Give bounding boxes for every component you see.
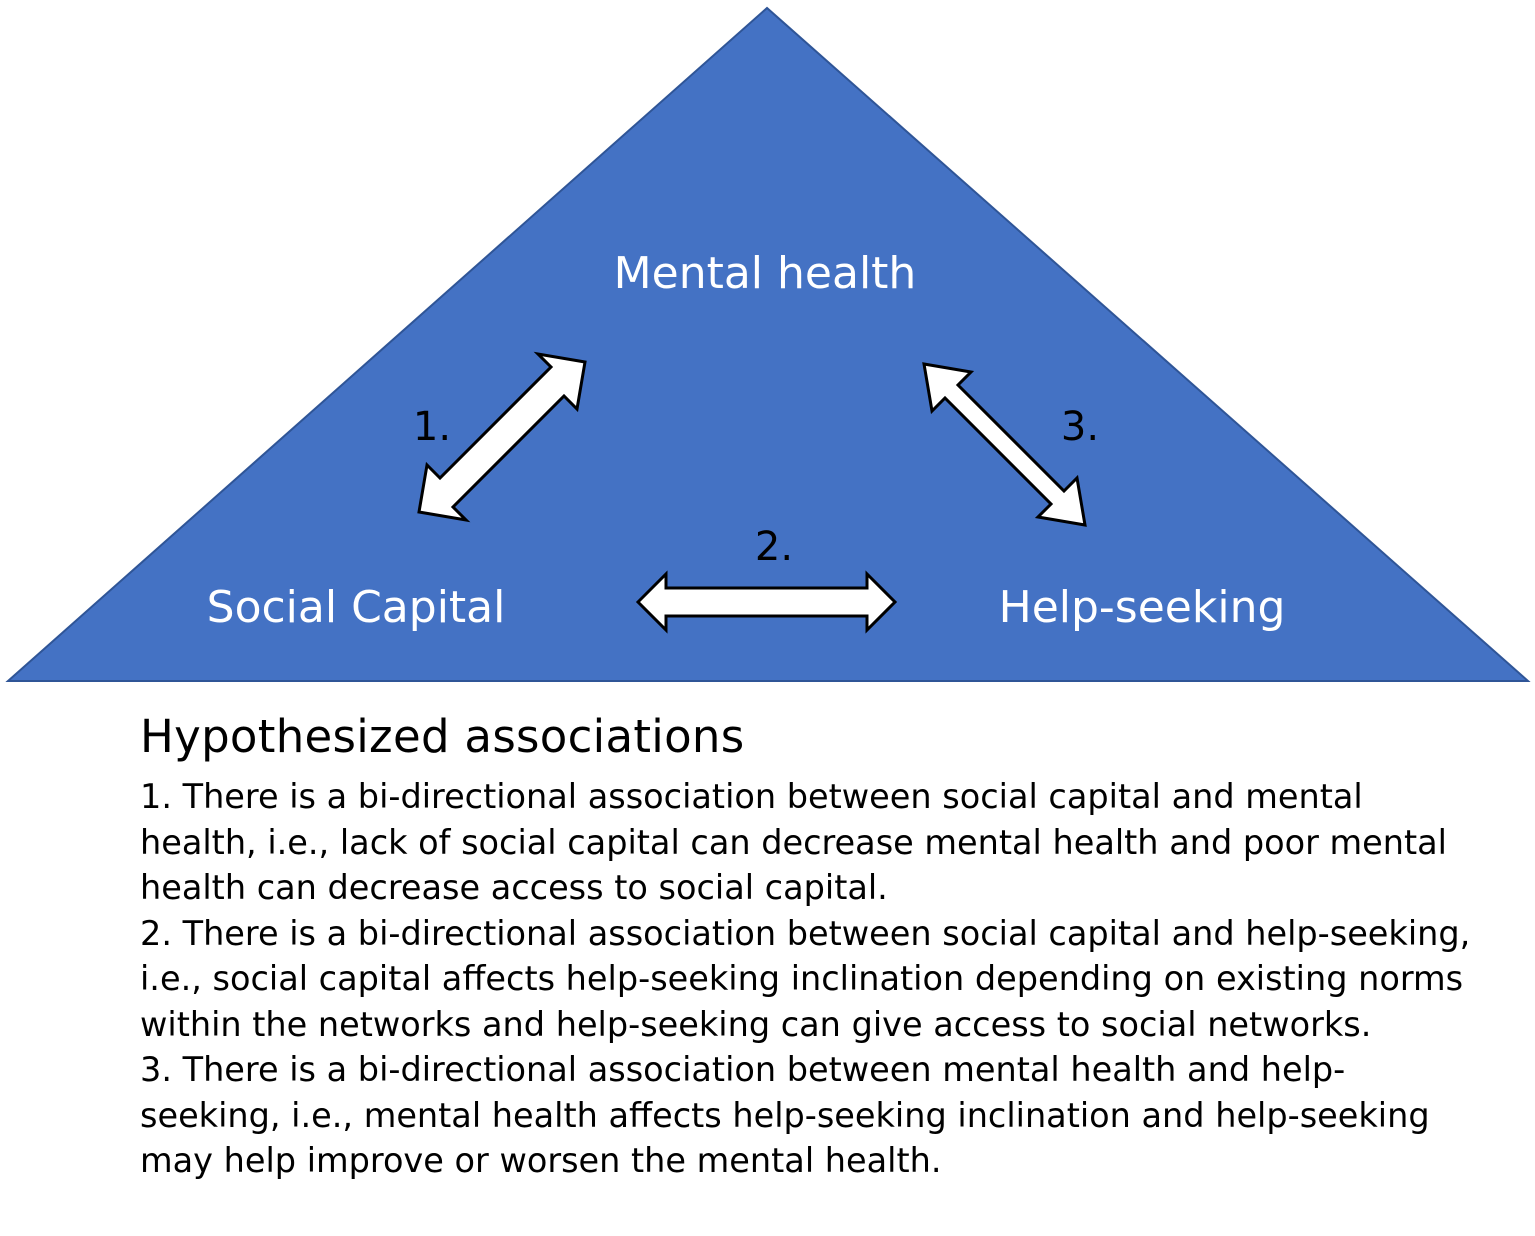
node-mental-health: Mental health <box>614 248 917 299</box>
link-label-3: 3. <box>1061 404 1099 450</box>
triangle-background <box>5 6 1531 682</box>
hypothesis-3: 3. There is a bi-directional association… <box>140 1050 1430 1180</box>
node-social-capital: Social Capital <box>207 582 506 633</box>
concept-diagram: Mental health Social Capital Help-seekin… <box>5 6 1531 682</box>
hypothesis-1: 1. There is a bi-directional association… <box>140 777 1447 907</box>
arrow-1-bidirectional <box>417 351 587 523</box>
arrow-3-bidirectional <box>922 362 1087 527</box>
link-label-2: 2. <box>755 524 793 570</box>
hypotheses-heading: Hypothesized associations <box>140 710 745 763</box>
node-help-seeking: Help-seeking <box>999 582 1286 633</box>
link-label-1: 1. <box>413 404 451 450</box>
hypothesis-2: 2. There is a bi-directional association… <box>140 913 1471 1044</box>
hypotheses-section: Hypothesized associations 1. There is a … <box>140 708 1480 1184</box>
arrow-2-bidirectional <box>635 570 898 634</box>
